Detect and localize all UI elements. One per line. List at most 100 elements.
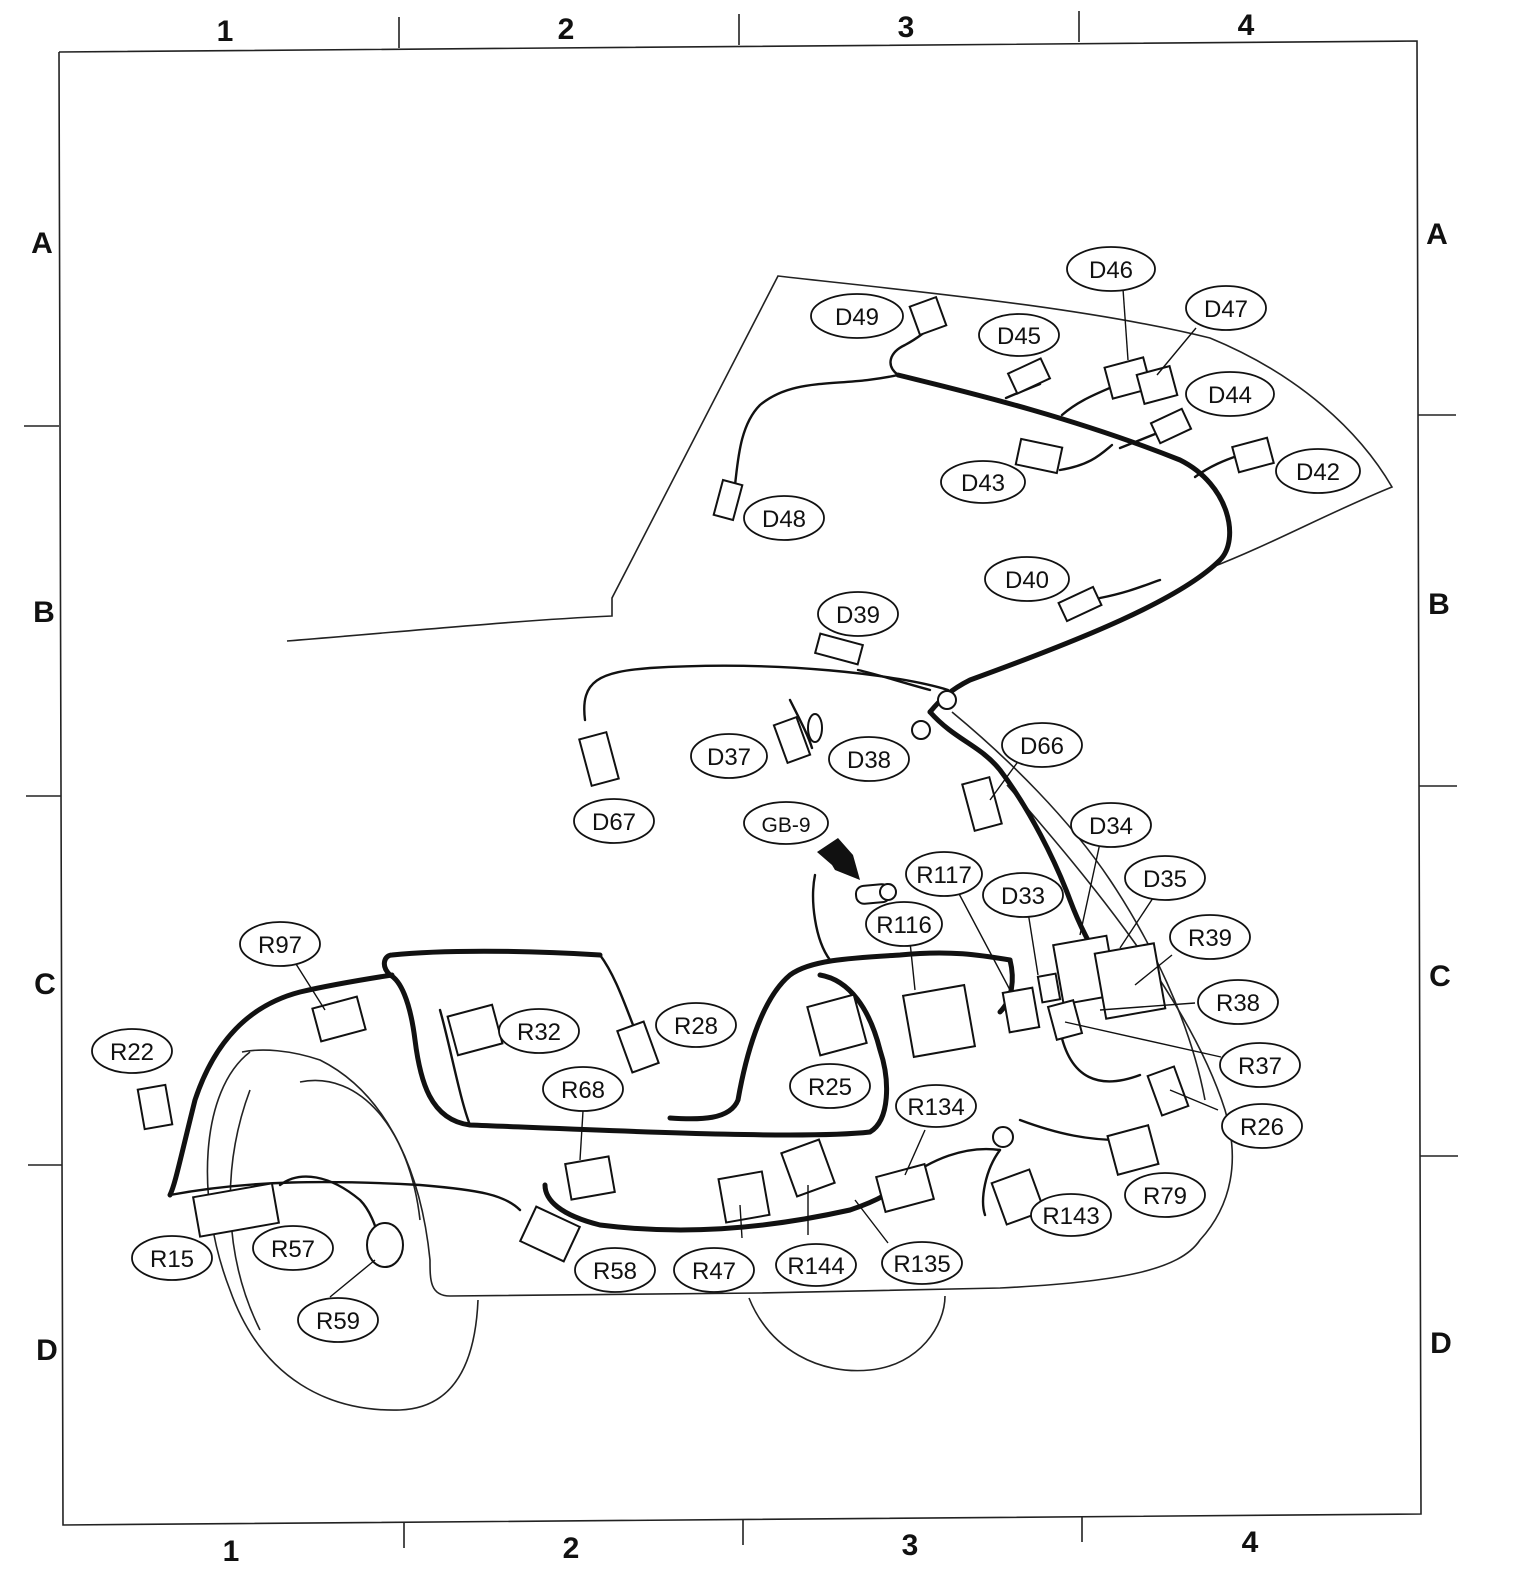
column-label-top-2: 2 (558, 13, 575, 46)
callout-r22: R22 (91, 1028, 173, 1074)
grid-frame (24, 11, 1458, 1548)
callout-label-r32: R32 (517, 1019, 561, 1046)
callout-label-d38: D38 (847, 747, 891, 774)
callout-r57: R57 (252, 1225, 334, 1271)
callout-d67: D67 (573, 798, 655, 844)
connector-d49 (908, 295, 948, 337)
callout-d38: D38 (828, 736, 910, 782)
callout-label-d45: D45 (997, 323, 1041, 350)
column-label-top-3: 3 (898, 11, 915, 44)
connector-r144 (780, 1138, 836, 1198)
leader-lines (295, 288, 1222, 1298)
connector-r32 (446, 1003, 504, 1057)
callout-label-r143: R143 (1042, 1203, 1099, 1230)
callout-label-d48: D48 (762, 506, 806, 533)
connector-r117 (1001, 986, 1041, 1034)
callout-label-r58: R58 (593, 1258, 637, 1285)
row-label-left-c: C (34, 968, 56, 1001)
callout-r47: R47 (673, 1247, 755, 1293)
callout-d39: D39 (817, 591, 899, 637)
column-label-top-4: 4 (1238, 9, 1255, 42)
connector-d43 (1014, 437, 1064, 475)
callout-label-r116: R116 (876, 912, 932, 939)
callout-d43: D43 (940, 460, 1026, 504)
callout-label-r25: R25 (808, 1074, 852, 1101)
callout-d33: D33 (982, 872, 1064, 918)
grid-labels: 1 2 3 4 1 2 3 4 A B C D A B C D (31, 9, 1452, 1568)
row-label-left-b: B (33, 596, 55, 629)
callout-r59: R59 (297, 1297, 379, 1343)
connectors (136, 295, 1275, 1268)
connector-d66 (961, 775, 1003, 833)
callout-gb9: GB-9 (743, 801, 829, 845)
callout-label-d67: D67 (592, 809, 636, 836)
row-label-right-d: D (1430, 1327, 1452, 1360)
callout-label-r47: R47 (692, 1258, 736, 1285)
row-label-left-a: A (31, 227, 53, 260)
connector-d67 (578, 730, 620, 788)
connector-r59 (366, 1222, 404, 1268)
callout-r26: R26 (1221, 1103, 1303, 1149)
callout-label-d37: D37 (707, 744, 751, 771)
callout-r134: R134 (895, 1084, 977, 1128)
connector-d40 (1057, 585, 1103, 623)
callout-d49: D49 (810, 293, 904, 339)
connector-r116 (901, 983, 977, 1059)
connector-d45 (1006, 357, 1052, 395)
callout-d34: D34 (1070, 802, 1152, 848)
callout-label-d43: D43 (961, 470, 1005, 497)
callout-label-r28: R28 (674, 1013, 718, 1040)
callout-label-r79: R79 (1143, 1183, 1187, 1210)
callout-label-r117: R117 (916, 862, 972, 889)
callout-label-d34: D34 (1089, 813, 1133, 840)
callout-label-r59: R59 (316, 1308, 360, 1335)
callout-label-r68: R68 (561, 1077, 605, 1104)
callout-r28: R28 (655, 1002, 737, 1048)
callout-d46: D46 (1066, 246, 1156, 292)
callout-r79: R79 (1124, 1172, 1206, 1218)
row-label-right-b: B (1428, 588, 1450, 621)
connector-r25 (806, 993, 868, 1057)
callout-label-r134: R134 (907, 1094, 964, 1121)
main-harness (167, 323, 1242, 1242)
callout-r68: R68 (542, 1066, 624, 1112)
column-label-bottom-3: 3 (902, 1529, 919, 1562)
callout-label-r135: R135 (893, 1251, 950, 1278)
callout-r38: R38 (1197, 979, 1279, 1025)
callout-d44: D44 (1185, 371, 1275, 417)
row-label-left-d: D (36, 1334, 58, 1367)
row-label-right-c: C (1429, 960, 1451, 993)
callout-label-d39: D39 (836, 602, 880, 629)
connector-r58 (518, 1205, 582, 1263)
connector-r79 (1106, 1124, 1160, 1176)
connector-r97 (311, 995, 367, 1043)
callout-r144: R144 (775, 1243, 857, 1287)
callout-label-d44: D44 (1208, 382, 1252, 409)
callout-d35: D35 (1124, 855, 1206, 901)
callout-r58: R58 (574, 1247, 656, 1293)
callout-d47: D47 (1185, 285, 1267, 331)
callout-label-r15: R15 (150, 1246, 194, 1273)
callout-label-r38: R38 (1216, 990, 1260, 1017)
callout-label-d42: D42 (1296, 459, 1340, 486)
connector-d33 (1036, 972, 1062, 1004)
connector-r28 (616, 1020, 660, 1074)
connector-r26 (1146, 1065, 1190, 1117)
column-label-bottom-1: 1 (223, 1535, 240, 1568)
connector-r68 (564, 1155, 616, 1201)
callout-r37: R37 (1219, 1042, 1301, 1088)
column-label-bottom-4: 4 (1242, 1526, 1259, 1559)
callout-label-d66: D66 (1020, 733, 1064, 760)
callout-label-d33: D33 (1001, 883, 1045, 910)
callout-label-r97: R97 (258, 932, 302, 959)
callout-label-r144: R144 (787, 1253, 844, 1280)
callout-r116: R116 (865, 901, 943, 947)
callout-r143: R143 (1030, 1193, 1112, 1237)
connector-r47 (717, 1170, 771, 1224)
connector-r135 (874, 1162, 936, 1214)
callout-label-r26: R26 (1240, 1114, 1284, 1141)
callout-label-gb9: GB-9 (761, 814, 810, 837)
row-label-right-a: A (1426, 218, 1448, 251)
column-label-bottom-2: 2 (563, 1532, 580, 1565)
